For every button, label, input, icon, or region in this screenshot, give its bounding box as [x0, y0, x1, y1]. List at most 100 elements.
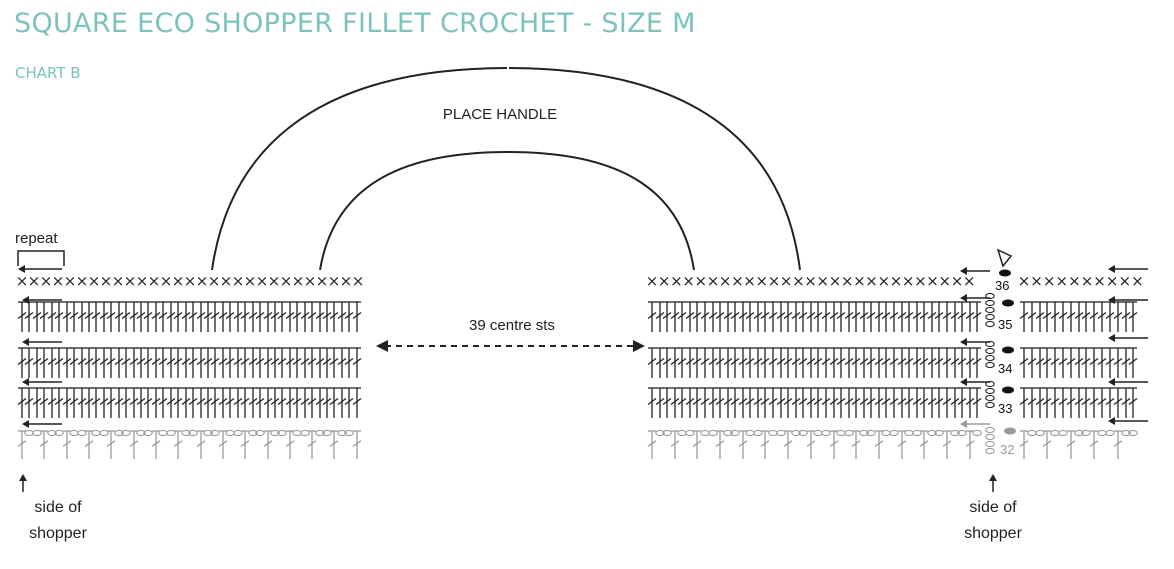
- single-crochet-symbol: ×: [926, 272, 939, 290]
- treble-stitch-symbol: [851, 301, 861, 332]
- treble-stitch-symbol: [783, 387, 793, 418]
- treble-stitch-symbol: [881, 387, 891, 418]
- treble-stitch-symbol: [662, 301, 672, 332]
- treble-stitch-symbol: [17, 301, 27, 332]
- treble-stitch-symbol: [181, 387, 191, 418]
- chain-stitch-symbol: [844, 429, 854, 437]
- single-crochet-symbol: ×: [646, 272, 659, 290]
- treble-stitch-symbol: [143, 347, 153, 378]
- treble-stitch-symbol: [1128, 347, 1138, 378]
- treble-stitch-symbol: [203, 347, 213, 378]
- treble-stitch-symbol: [1097, 301, 1107, 332]
- treble-stitch-symbol: [54, 301, 64, 332]
- chain-stitch-symbol: [985, 299, 995, 307]
- treble-stitch-symbol: [99, 387, 109, 418]
- chain-stitch-symbol: [904, 429, 914, 437]
- chain-stitch-symbol: [248, 429, 258, 437]
- chain-stitch-symbol: [69, 429, 79, 437]
- chain-stitch-symbol: [821, 429, 831, 437]
- treble-stitch-symbol: [32, 301, 42, 332]
- treble-stitch-symbol: [285, 430, 295, 459]
- treble-stitch-symbol: [760, 387, 770, 418]
- treble-stitch-symbol: [1035, 387, 1045, 418]
- treble-stitch-symbol: [1105, 347, 1115, 378]
- treble-stitch-symbol: [753, 387, 763, 418]
- row-direction-arrow: [1108, 265, 1148, 273]
- treble-stitch-symbol: [292, 347, 302, 378]
- treble-stitch-symbol: [813, 347, 823, 378]
- treble-stitch-symbol: [1089, 387, 1099, 418]
- chain-stitch-symbol: [776, 429, 786, 437]
- treble-stitch-symbol: [1089, 430, 1099, 459]
- chain-stitch-symbol: [985, 426, 995, 434]
- row-direction-arrow: [1108, 378, 1148, 386]
- chain-stitch-symbol: [1027, 429, 1037, 437]
- treble-stitch-symbol: [196, 430, 206, 459]
- treble-stitch-symbol: [173, 387, 183, 418]
- single-crochet-symbol: ×: [304, 272, 317, 290]
- treble-stitch-symbol: [62, 301, 72, 332]
- treble-stitch-symbol: [352, 301, 362, 332]
- treble-stitch-symbol: [218, 301, 228, 332]
- treble-stitch-symbol: [1113, 430, 1123, 459]
- treble-stitch-symbol: [99, 347, 109, 378]
- treble-stitch-symbol: [806, 387, 816, 418]
- treble-stitch-symbol: [1019, 347, 1029, 378]
- single-crochet-symbol: ×: [268, 272, 281, 290]
- treble-stitch-symbol: [255, 347, 265, 378]
- outer-handle-arc: [211, 66, 801, 271]
- treble-stitch-symbol: [791, 387, 801, 418]
- treble-stitch-symbol: [965, 301, 975, 332]
- treble-stitch-symbol: [173, 301, 183, 332]
- treble-stitch-symbol: [662, 347, 672, 378]
- treble-stitch-symbol: [315, 347, 325, 378]
- treble-stitch-symbol: [129, 430, 139, 459]
- single-crochet-symbol: ×: [136, 272, 149, 290]
- treble-stitch-symbol: [285, 301, 295, 332]
- treble-stitch-symbol: [129, 387, 139, 418]
- row-35-marker: 35: [998, 299, 1014, 332]
- treble-stitch-symbol: [851, 387, 861, 418]
- page-title: SQUARE ECO SHOPPER FILLET CROCHET - SIZE…: [14, 8, 696, 39]
- treble-stitch-symbol: [806, 301, 816, 332]
- single-crochet-symbol: ×: [328, 272, 341, 290]
- treble-stitch-symbol: [1066, 347, 1076, 378]
- treble-stitch-symbol: [927, 387, 937, 418]
- treble-stitch-symbol: [188, 301, 198, 332]
- treble-stitch-symbol: [1089, 347, 1099, 378]
- treble-stitch-symbol: [844, 301, 854, 332]
- chain-stitch-symbol: [985, 433, 995, 441]
- treble-stitch-symbol: [300, 301, 310, 332]
- treble-stitch-symbol: [783, 347, 793, 378]
- treble-stitch-symbol: [919, 430, 929, 459]
- right-side-label-line1: side of: [969, 499, 1017, 516]
- treble-stitch-symbol: [859, 387, 869, 418]
- treble-stitch-symbol: [866, 387, 876, 418]
- treble-stitch-symbol: [1074, 347, 1084, 378]
- treble-stitch-symbol: [1089, 301, 1099, 332]
- treble-stitch-symbol: [240, 347, 250, 378]
- right-side-label-line2: shopper: [964, 525, 1022, 542]
- treble-stitch-symbol: [738, 301, 748, 332]
- treble-stitch-symbol: [69, 347, 79, 378]
- treble-stitch-symbol: [196, 301, 206, 332]
- treble-stitch-symbol: [285, 347, 295, 378]
- treble-stitch-symbol: [143, 387, 153, 418]
- single-crochet-symbol: ×: [804, 272, 817, 290]
- single-crochet-symbol: ×: [64, 272, 77, 290]
- treble-stitch-symbol: [352, 430, 362, 459]
- chain-stitch-symbol: [985, 440, 995, 448]
- treble-stitch-symbol: [1042, 301, 1052, 332]
- treble-stitch-symbol: [1081, 347, 1091, 378]
- treble-stitch-symbol: [248, 301, 258, 332]
- treble-stitch-symbol: [677, 347, 687, 378]
- treble-stitch-symbol: [270, 387, 280, 418]
- treble-stitch-symbol: [730, 301, 740, 332]
- treble-stitch-symbol: [927, 347, 937, 378]
- chain-stitch-symbol: [300, 429, 310, 437]
- treble-stitch-symbol: [715, 301, 725, 332]
- treble-stitch-symbol: [69, 387, 79, 418]
- treble-stitch-symbol: [760, 347, 770, 378]
- chain-stitch-symbol: [985, 313, 995, 321]
- treble-stitch-symbol: [54, 347, 64, 378]
